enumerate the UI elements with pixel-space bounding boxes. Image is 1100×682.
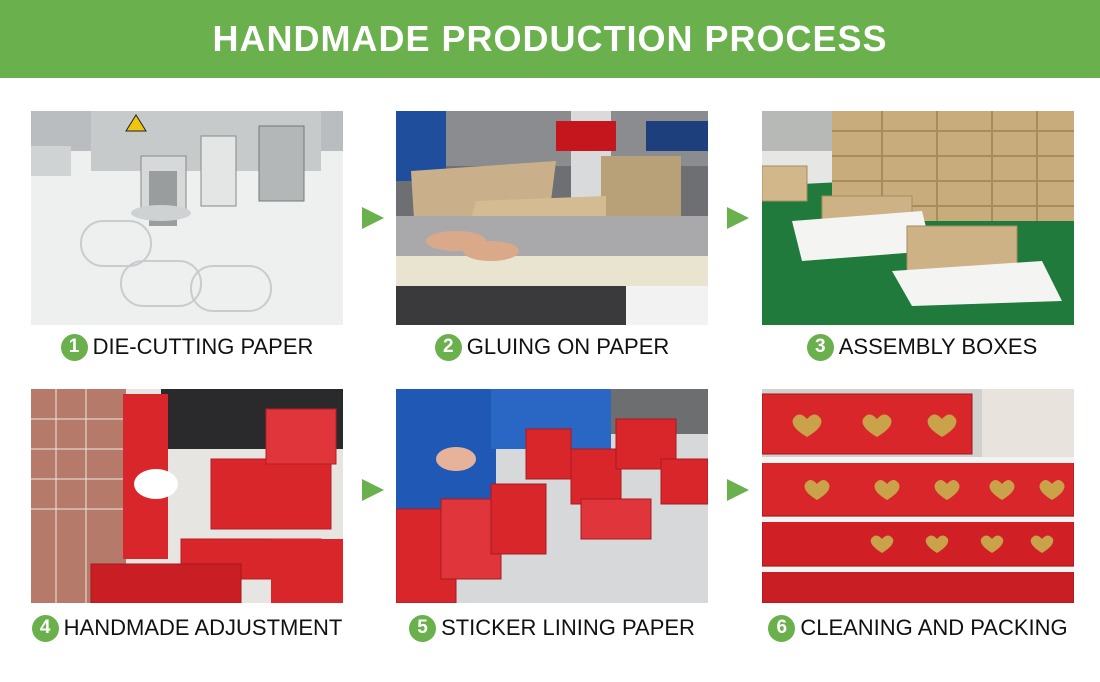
step-label: DIE-CUTTING PAPER xyxy=(92,334,314,359)
step-2-caption: 2 GLUING ON PAPER xyxy=(382,330,722,364)
step-number-badge: 3 xyxy=(806,333,834,361)
step-label: CLEANING AND PACKING xyxy=(800,615,1068,640)
step-number-badge: 6 xyxy=(768,614,796,642)
arrow-right-icon xyxy=(727,479,749,501)
step-label: HANDMADE ADJUSTMENT xyxy=(63,615,343,640)
step-label: STICKER LINING PAPER xyxy=(441,615,695,640)
arrow-right-icon xyxy=(362,479,384,501)
step-4-photo xyxy=(31,389,343,603)
step-5-caption: 5 STICKER LINING PAPER xyxy=(382,611,722,645)
step-4-caption: 4 HANDMADE ADJUSTMENT xyxy=(17,611,357,645)
step-number-badge: 2 xyxy=(434,333,462,361)
step-label: GLUING ON PAPER xyxy=(466,334,670,359)
step-1-photo xyxy=(31,111,343,325)
page-title: HANDMADE PRODUCTION PROCESS xyxy=(212,18,888,59)
step-label: ASSEMBLY BOXES xyxy=(838,334,1038,359)
header-banner: HANDMADE PRODUCTION PROCESS xyxy=(0,0,1100,78)
step-5-photo xyxy=(396,389,708,603)
step-number-badge: 5 xyxy=(409,614,437,642)
step-6-caption: 6 CLEANING AND PACKING xyxy=(748,611,1088,645)
step-1-caption: 1 DIE-CUTTING PAPER xyxy=(17,330,357,364)
step-number-badge: 4 xyxy=(31,614,59,642)
arrow-right-icon xyxy=(727,207,749,229)
step-6-photo xyxy=(762,389,1074,603)
step-number-badge: 1 xyxy=(60,333,88,361)
arrow-right-icon xyxy=(362,207,384,229)
step-3-photo xyxy=(762,111,1074,325)
step-2-photo xyxy=(396,111,708,325)
step-3-caption: 3 ASSEMBLY BOXES xyxy=(752,330,1092,364)
